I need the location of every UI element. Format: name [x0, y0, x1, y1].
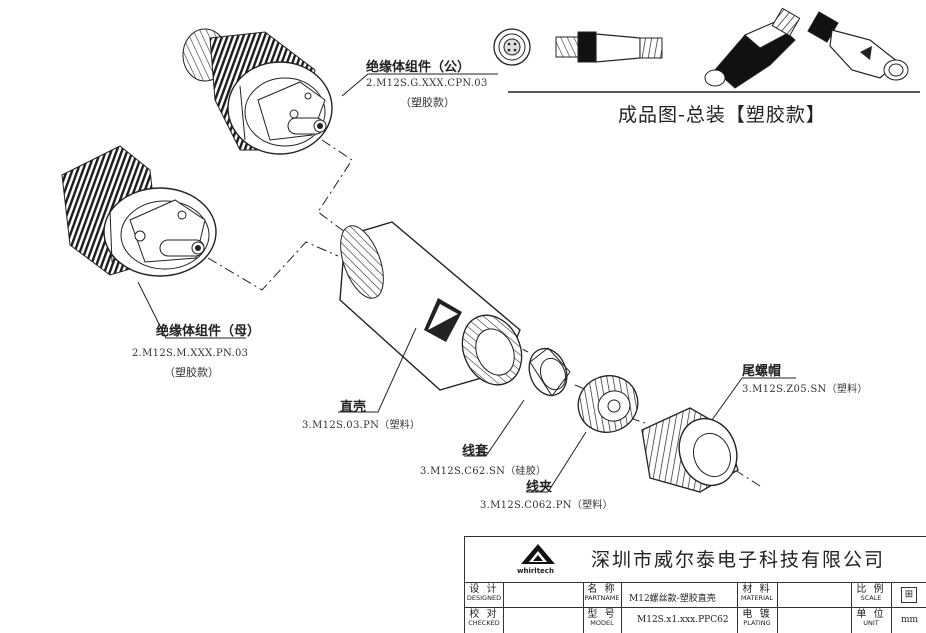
- insulator-male-material: （塑胶款）: [400, 96, 455, 109]
- zoom-fit-icon[interactable]: ⊞: [901, 587, 917, 603]
- partname-value: M12螺丝款-塑胶直壳: [629, 594, 716, 604]
- leader-lines: [137, 73, 796, 493]
- cable-clamp-part: [577, 375, 639, 433]
- tail-nut-part-no: 3.M12S.Z05.SN（塑料）: [742, 384, 868, 395]
- model-value: M12S.x1.xxx.PPC62: [637, 615, 729, 625]
- cable-seal-name: 线套: [462, 444, 489, 459]
- straight-shell-part: [339, 221, 523, 391]
- logo-wordmark: whirltech: [517, 567, 554, 575]
- company-name: 深圳市威尔泰电子科技有限公司: [591, 549, 886, 571]
- cable-seal-part-no: 3.M12S.C62.SN（硅胶）: [420, 466, 547, 477]
- thumbnail-iso-view-2: [807, 11, 909, 81]
- tail-nut-name: 尾螺帽: [742, 364, 782, 379]
- unit-value: mm: [901, 615, 919, 625]
- thumbnail-side-view: [555, 31, 663, 63]
- cable-seal-part: [528, 347, 571, 397]
- thumbnail-front-view: [493, 28, 531, 66]
- tail-nut-part: [641, 407, 739, 493]
- insulator-female-part-no: 2.M12S.M.XXX.PN.03: [132, 348, 249, 359]
- straight-shell-part-no: 3.M12S.03.PN（塑料）: [302, 420, 421, 431]
- cable-clamp-name: 线夹: [526, 480, 553, 495]
- insulator-female-name: 绝缘体组件（母）: [156, 324, 261, 339]
- cable-clamp-part-no: 3.M12S.C062.PN（塑料）: [480, 500, 613, 511]
- insulator-female-material: （塑胶款）: [164, 366, 219, 379]
- insulator-male-part-no: 2.M12S.G.XXX.CPN.03: [366, 78, 488, 89]
- insulator-male-assembly: [182, 28, 333, 155]
- thumbnail-iso-view-1: [704, 7, 801, 89]
- drawing-title: 成品图-总装【塑胶款】: [618, 104, 826, 126]
- insulator-female-assembly: [61, 145, 217, 277]
- company-logo: [521, 544, 555, 564]
- straight-shell-name: 直壳: [340, 400, 367, 415]
- insulator-male-name: 绝缘体组件（公）: [366, 60, 471, 75]
